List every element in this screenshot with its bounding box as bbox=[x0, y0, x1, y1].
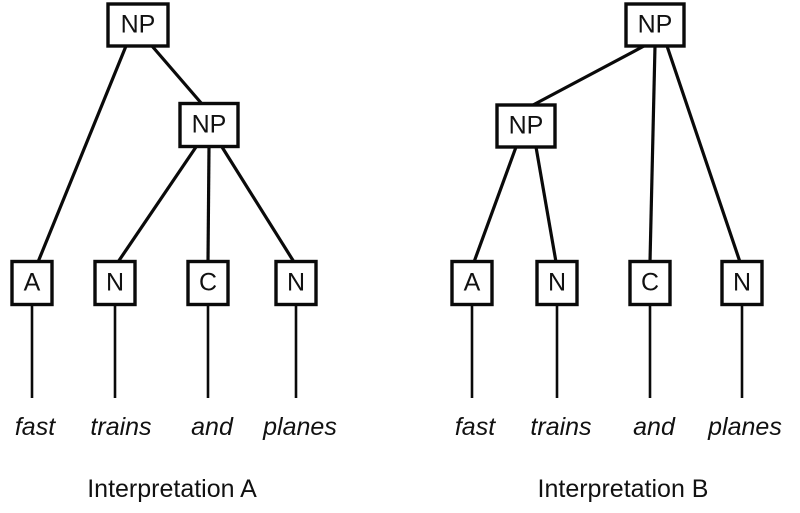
node-box bbox=[624, 2, 686, 48]
node-box bbox=[186, 259, 230, 307]
tree-node-n: N bbox=[720, 259, 764, 307]
leaf-word: trains bbox=[530, 413, 591, 441]
leaf-words-layer: fast trains and planes fast trains and planes bbox=[15, 413, 782, 441]
tree-node-a: A bbox=[10, 259, 54, 307]
tree-edge bbox=[36, 45, 128, 263]
node-label: NP bbox=[192, 111, 227, 139]
node-label: NP bbox=[121, 11, 156, 39]
captions-layer: Interpretation A Interpretation B bbox=[87, 475, 708, 503]
leaf-word: fast bbox=[15, 413, 56, 441]
edges-layer bbox=[36, 44, 742, 263]
tree-caption: Interpretation A bbox=[87, 475, 257, 503]
tree-edge bbox=[665, 45, 742, 263]
tree-node-c: C bbox=[186, 259, 230, 307]
node-label: NP bbox=[638, 11, 673, 39]
leaf-word: trains bbox=[90, 413, 151, 441]
tree-node-a: A bbox=[450, 259, 494, 307]
node-box bbox=[535, 259, 579, 307]
tree-node-np: NP bbox=[624, 2, 686, 48]
node-label: C bbox=[199, 269, 217, 297]
tree-node-np: NP bbox=[106, 2, 170, 48]
tree-edge bbox=[116, 146, 198, 263]
node-box bbox=[93, 259, 137, 307]
node-box bbox=[274, 259, 318, 307]
leaf-word: fast bbox=[455, 413, 496, 441]
node-box bbox=[178, 101, 240, 149]
node-label: N bbox=[106, 269, 124, 297]
leaf-word: planes bbox=[262, 413, 337, 441]
node-label: N bbox=[548, 269, 566, 297]
tree-node-np: NP bbox=[178, 101, 240, 149]
node-box bbox=[10, 259, 54, 307]
tree-edge bbox=[534, 146, 558, 263]
node-label: C bbox=[641, 269, 659, 297]
tree-edge bbox=[150, 44, 204, 106]
nodes-layer: NP NP A N C N NP NP A N C N bbox=[10, 2, 764, 307]
node-label: N bbox=[733, 269, 751, 297]
tree-node-c: C bbox=[628, 259, 672, 307]
node-box bbox=[106, 2, 170, 48]
tree-edge bbox=[532, 44, 645, 107]
tree-node-n: N bbox=[274, 259, 318, 307]
tree-edge bbox=[220, 146, 296, 263]
tree-caption: Interpretation B bbox=[538, 475, 709, 503]
node-label: N bbox=[287, 269, 305, 297]
node-box bbox=[628, 259, 672, 307]
tree-edge bbox=[648, 45, 657, 263]
node-label: A bbox=[464, 269, 481, 297]
tree-edge bbox=[472, 146, 518, 263]
leaf-stems-layer bbox=[30, 305, 744, 398]
tree-node-n: N bbox=[535, 259, 579, 307]
tree-node-n: N bbox=[93, 259, 137, 307]
node-box bbox=[450, 259, 494, 307]
node-box bbox=[495, 103, 557, 149]
tree-edge bbox=[206, 146, 211, 263]
tree-node-np: NP bbox=[495, 103, 557, 149]
leaf-word: and bbox=[633, 413, 676, 441]
leaf-word: planes bbox=[707, 413, 782, 441]
node-label: NP bbox=[509, 112, 544, 140]
leaf-word: and bbox=[191, 413, 234, 441]
node-box bbox=[720, 259, 764, 307]
node-label: A bbox=[24, 269, 41, 297]
